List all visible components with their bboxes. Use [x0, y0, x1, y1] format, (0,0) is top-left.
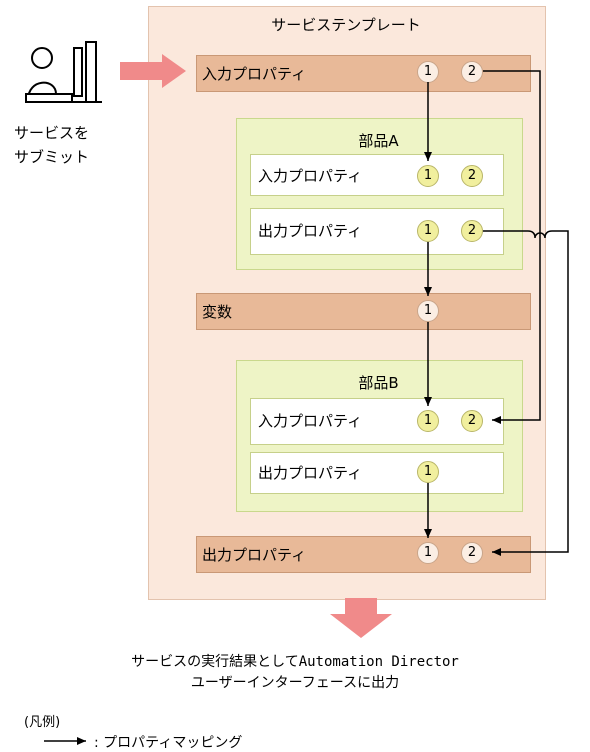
user-label-line1: サービスを [14, 124, 90, 142]
variable-bar [196, 293, 531, 330]
service-template-title: サービステンプレート [271, 16, 421, 34]
result-caption-line1: サービスの実行結果としてAutomation Director [131, 654, 459, 670]
user-computer-icon [25, 41, 102, 103]
variable-property-1: 1 [417, 300, 439, 322]
result-caption-line2: ユーザーインターフェースに出力 [190, 675, 400, 691]
template-output-property-1: 1 [417, 542, 439, 564]
template-output-properties-label: 出力プロパティ [202, 546, 307, 564]
part-a-output-property-1: 1 [417, 220, 439, 242]
part-a-input-property-2: 2 [461, 165, 483, 187]
variable-label: 変数 [202, 303, 233, 321]
part-a-input-property-1: 1 [417, 165, 439, 187]
template-output-property-2: 2 [461, 542, 483, 564]
user-label-line2: サブミット [14, 148, 90, 166]
part-a-output-property-2: 2 [461, 220, 483, 242]
part-a-title: 部品A [358, 132, 399, 150]
part-a-output-label: 出力プロパティ [258, 222, 363, 240]
template-input-properties-label: 入力プロパティ [202, 65, 307, 83]
part-b-output-property-1: 1 [417, 461, 439, 483]
part-b-input-property-2: 2 [461, 410, 483, 432]
legend-title: (凡例) [24, 715, 61, 730]
output-arrow [330, 598, 392, 638]
part-b-output-label: 出力プロパティ [258, 464, 363, 482]
part-b-input-property-1: 1 [417, 410, 439, 432]
submit-arrow [120, 54, 186, 88]
legend-arrow-label: : プロパティマッピング [94, 735, 243, 751]
part-b-output-row [250, 452, 504, 494]
template-input-property-2: 2 [461, 61, 483, 83]
part-b-title: 部品B [358, 374, 399, 392]
part-a-input-label: 入力プロパティ [258, 167, 363, 185]
part-b-input-label: 入力プロパティ [258, 412, 363, 430]
